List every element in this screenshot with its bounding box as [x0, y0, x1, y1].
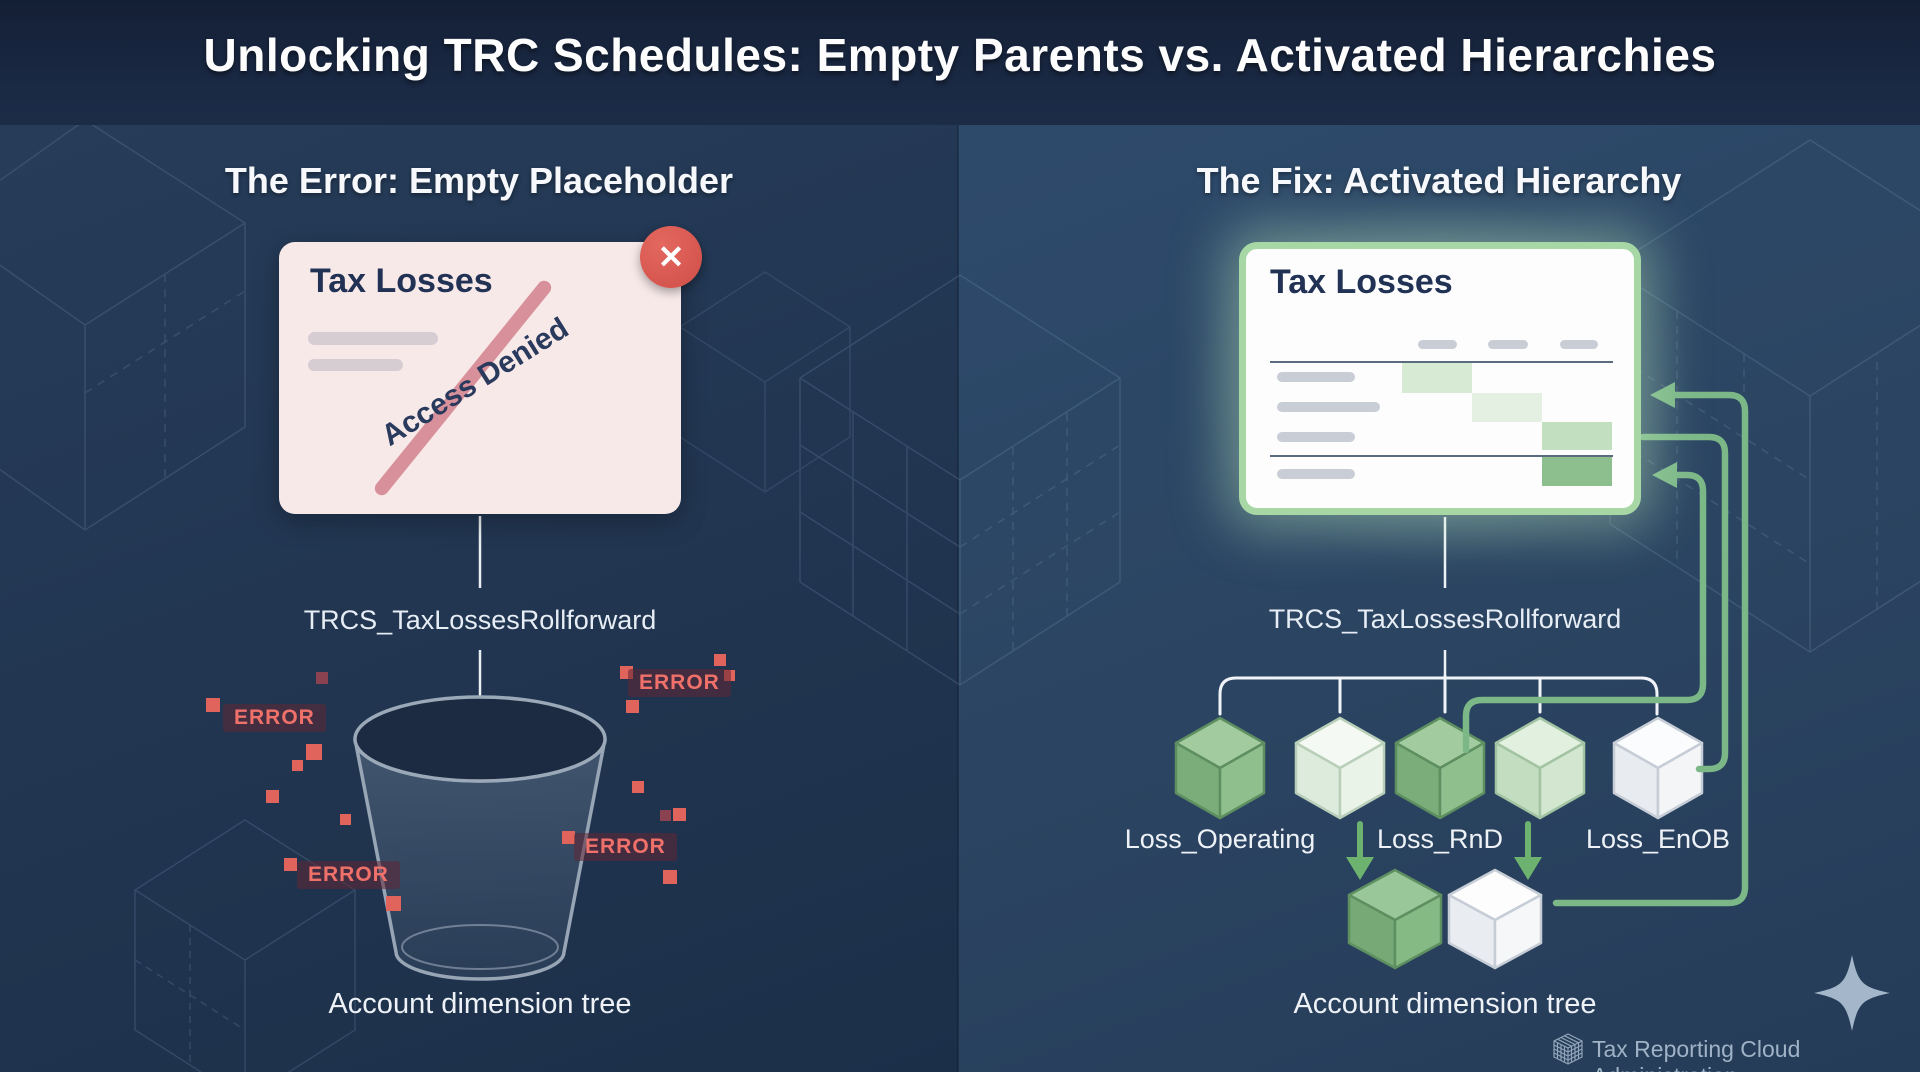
label-loss-enob: Loss_EnOB — [1585, 824, 1731, 854]
error-pixel — [284, 858, 297, 871]
row-label-pill — [1277, 372, 1355, 382]
error-pixel — [386, 896, 401, 911]
skeleton-bar — [308, 332, 438, 345]
data-cube-icon — [1553, 1033, 1583, 1065]
error-chip: ERROR — [223, 704, 326, 732]
error-pixel — [562, 831, 575, 844]
error-pixel — [316, 672, 328, 684]
x-circle-icon: ✕ — [640, 226, 702, 288]
brand-watermark: Tax Reporting Cloud Administration — [1592, 1036, 1801, 1072]
title-bar: Unlocking TRC Schedules: Empty Parents v… — [0, 0, 1920, 125]
descend-arrows — [1346, 821, 1542, 880]
row-label-pill — [1277, 432, 1355, 442]
schedule-cell-row3 — [1542, 422, 1612, 450]
error-pixel — [266, 790, 279, 803]
error-chip: ERROR — [297, 861, 400, 889]
skeleton-bar — [308, 359, 403, 371]
denied-card-title: Tax Losses — [310, 262, 493, 300]
activated-card-title: Tax Losses — [1270, 263, 1453, 301]
error-pixel — [660, 810, 671, 821]
error-pixel — [292, 760, 303, 771]
page-title: Unlocking TRC Schedules: Empty Parents v… — [203, 29, 1717, 81]
schedule-cell-row1 — [1402, 363, 1472, 393]
denied-schedule-card: Tax Losses Access Denied — [279, 242, 681, 514]
grid-rule — [1270, 361, 1613, 363]
left-panel-heading: The Error: Empty Placeholder — [224, 160, 734, 201]
cube-child-4 — [1494, 716, 1586, 820]
cube-child-2 — [1294, 716, 1386, 820]
error-pixel — [714, 654, 726, 666]
left-member-label: TRCS_TaxLossesRollforward — [303, 605, 657, 635]
right-member-label: TRCS_TaxLossesRollforward — [1268, 604, 1622, 634]
panel-divider — [957, 125, 959, 1072]
label-loss-rnd: Loss_RnD — [1376, 824, 1504, 854]
right-caption: Account dimension tree — [1293, 988, 1597, 1020]
cube-descendant-green — [1347, 868, 1443, 970]
error-pixel — [206, 698, 220, 712]
error-pixel — [340, 814, 351, 825]
row-label-pill — [1277, 402, 1380, 412]
error-pixel — [663, 870, 677, 884]
column-header-pill — [1418, 340, 1457, 349]
schedule-cell-row2 — [1472, 393, 1542, 422]
error-pixel — [632, 781, 644, 793]
label-loss-operating: Loss_Operating — [1124, 824, 1316, 854]
cube-loss-operating — [1174, 716, 1266, 820]
empty-bucket — [353, 695, 607, 981]
cube-loss-rnd — [1394, 716, 1486, 820]
cube-descendant-white — [1447, 868, 1543, 970]
error-chip: ERROR — [574, 833, 677, 861]
column-header-pill — [1488, 340, 1528, 349]
schedule-cell-row4 — [1542, 457, 1612, 486]
grid-rule — [1270, 455, 1613, 457]
left-caption: Account dimension tree — [328, 988, 632, 1020]
feedback-arrowheads — [1650, 382, 1677, 488]
error-pixel — [673, 808, 686, 821]
access-denied-stamp: Access Denied — [375, 311, 575, 453]
hierarchy-bracket — [1218, 674, 1659, 716]
error-pixel — [626, 700, 639, 713]
row-label-pill — [1277, 469, 1355, 479]
sparkle-icon — [1814, 955, 1890, 1031]
error-pixel — [306, 744, 322, 760]
activated-schedule-card: Tax Losses — [1239, 242, 1641, 515]
right-panel-heading: The Fix: Activated Hierarchy — [1196, 160, 1682, 201]
error-chip: ERROR — [628, 669, 731, 697]
cube-loss-enob — [1612, 716, 1704, 820]
feedback-connectors — [1462, 391, 1749, 907]
column-header-pill — [1560, 340, 1598, 349]
